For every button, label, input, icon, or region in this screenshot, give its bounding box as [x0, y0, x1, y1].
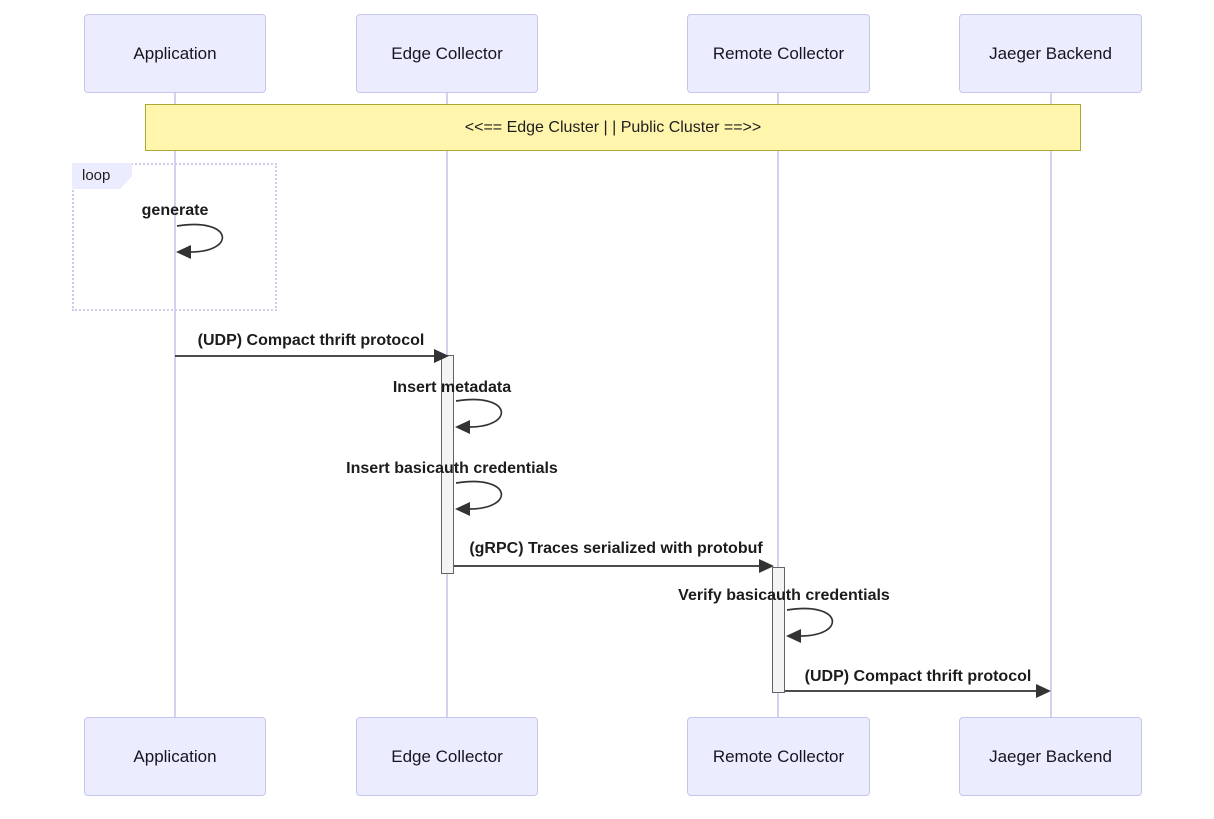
- arrowhead-insert-basicauth: [455, 502, 470, 516]
- message-label-verify-basicauth: Verify basicauth credentials: [678, 587, 890, 604]
- arrowhead-verify-basicauth: [786, 629, 801, 643]
- participant-box-application-top: Application: [84, 14, 266, 93]
- message-label-insert-metadata: Insert metadata: [392, 379, 512, 396]
- arrowhead-udp-2: [1036, 684, 1051, 698]
- participant-box-edge-collector-top: Edge Collector: [356, 14, 538, 93]
- message-label-udp-1: (UDP) Compact thrift protocol: [197, 332, 425, 349]
- note-text: <<== Edge Cluster | | Public Cluster ==>…: [464, 118, 762, 136]
- participant-label: Remote Collector: [712, 43, 845, 63]
- arrowhead-insert-metadata: [455, 420, 470, 434]
- participant-label: Jaeger Backend: [989, 746, 1112, 766]
- activation-bar-remote-collector: [772, 567, 785, 693]
- participant-label: Edge Collector: [391, 746, 503, 766]
- loop-frame: [72, 163, 277, 311]
- participant-label: Edge Collector: [391, 43, 503, 63]
- loop-label: loop: [82, 167, 111, 184]
- self-loop-arc-insert-metadata: [455, 398, 502, 428]
- self-loop-arc-verify-basicauth: [786, 607, 833, 637]
- participant-label: Application: [133, 746, 217, 766]
- arrowhead-generate: [176, 245, 191, 259]
- participant-box-application-bottom: Application: [84, 717, 266, 796]
- message-label-grpc: (gRPC) Traces serialized with protobuf: [469, 540, 763, 557]
- arrowhead-udp-1: [434, 349, 449, 363]
- self-loop-arc-generate: [176, 223, 223, 253]
- participant-box-remote-collector-bottom: Remote Collector: [687, 717, 870, 796]
- participant-label: Application: [133, 43, 217, 63]
- self-message-label-generate: generate: [141, 202, 209, 219]
- participant-label: Jaeger Backend: [989, 43, 1112, 63]
- participant-box-jaeger-backend-bottom: Jaeger Backend: [959, 717, 1142, 796]
- note-edge-public-cluster: <<== Edge Cluster | | Public Cluster ==>…: [145, 104, 1081, 151]
- participant-box-edge-collector-bottom: Edge Collector: [356, 717, 538, 796]
- message-label-udp-2: (UDP) Compact thrift protocol: [804, 668, 1032, 685]
- participant-box-remote-collector-top: Remote Collector: [687, 14, 870, 93]
- loop-label-tab: loop: [72, 163, 132, 189]
- participant-label: Remote Collector: [712, 746, 845, 766]
- participant-box-jaeger-backend-top: Jaeger Backend: [959, 14, 1142, 93]
- self-loop-arc-insert-basicauth: [455, 480, 502, 510]
- arrowhead-grpc: [759, 559, 774, 573]
- message-label-insert-basicauth: Insert basicauth credentials: [346, 460, 558, 477]
